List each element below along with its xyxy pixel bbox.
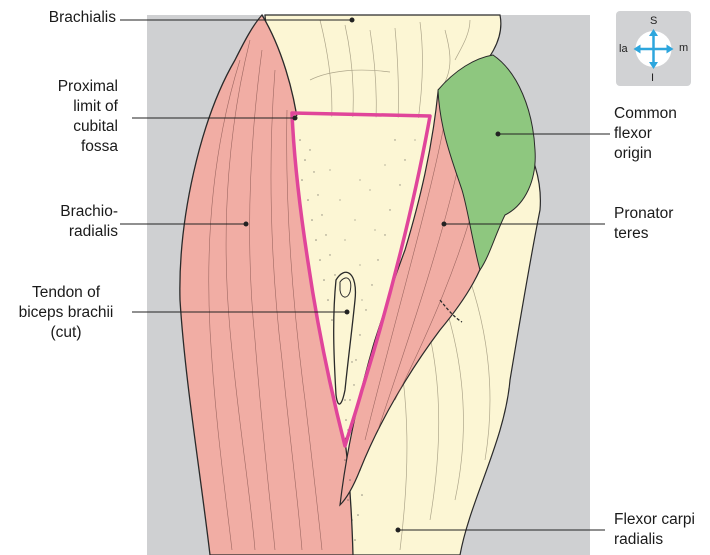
compass-lateral: la — [619, 43, 628, 55]
compass-arrows — [634, 29, 674, 69]
label-flexor-carpi-radialis: Flexor carpi radialis — [614, 510, 708, 550]
leader-dot-brachioradialis — [244, 222, 248, 226]
leader-dot-flexor-carpi-radialis — [396, 528, 400, 532]
label-brachialis: Brachialis — [28, 8, 116, 28]
compass-medial: m — [679, 42, 688, 54]
compass-superior: S — [650, 15, 657, 27]
leader-dot-biceps-tendon — [345, 310, 349, 314]
leader-dot-common-flexor — [496, 132, 500, 136]
compass-inferior: I — [651, 72, 654, 84]
leader-dot-proximal-limit — [293, 116, 297, 120]
label-proximal-limit: Proximal limit of cubital fossa — [18, 77, 118, 157]
label-brachioradialis: Brachio- radialis — [18, 202, 118, 242]
label-pronator-teres: Pronator teres — [614, 204, 704, 244]
leader-dot-pronator-teres — [442, 222, 446, 226]
label-common-flexor-origin: Common flexor origin — [614, 104, 704, 164]
leader-dot-brachialis — [350, 18, 354, 22]
orientation-compass: S I la m — [616, 11, 691, 86]
label-biceps-tendon: Tendon of biceps brachii (cut) — [0, 283, 132, 343]
